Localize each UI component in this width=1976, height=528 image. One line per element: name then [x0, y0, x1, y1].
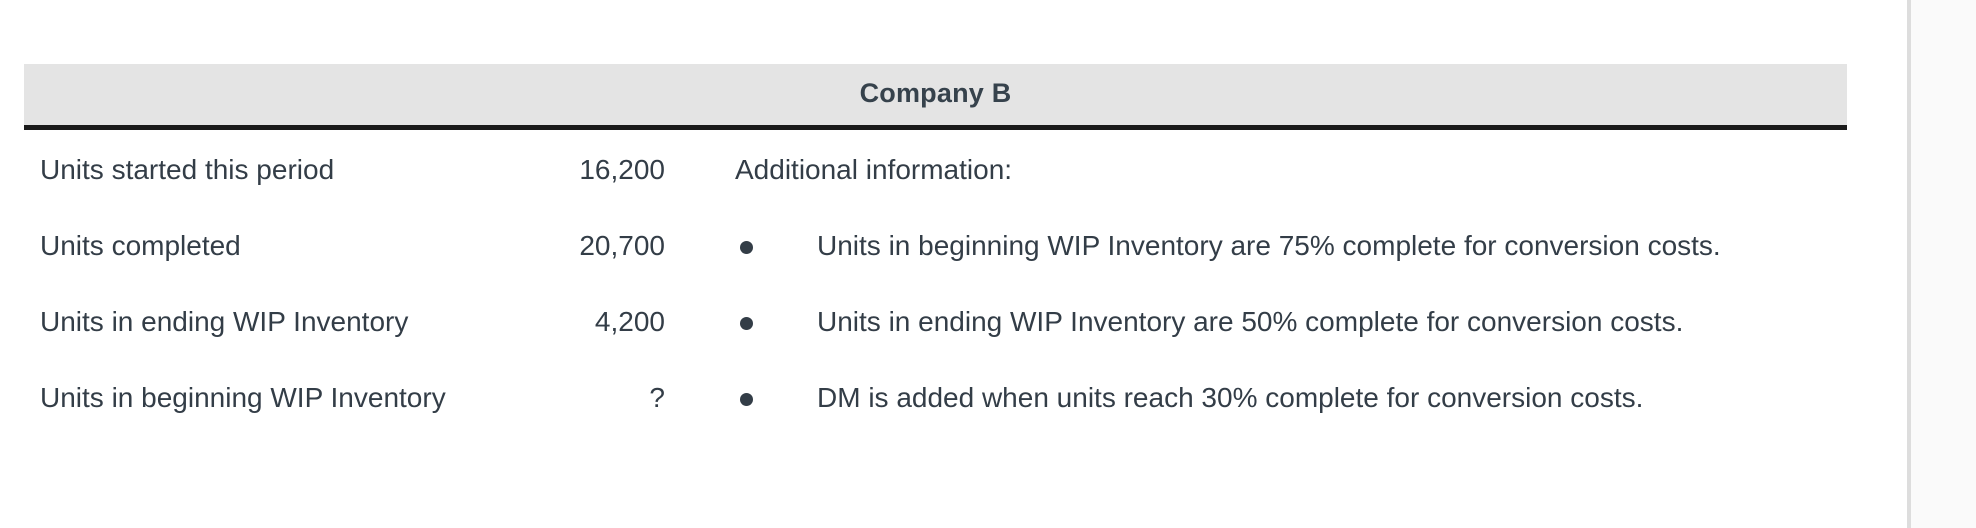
vertical-divider — [1907, 0, 1911, 528]
table-row: Units in ending WIP Inventory 4,200 — [0, 304, 1907, 380]
units-data-table: Units started this period 16,200 Units c… — [0, 152, 1907, 456]
list-item: DM is added when units reach 30% complet… — [735, 380, 1885, 456]
list-item-text: DM is added when units reach 30% complet… — [817, 382, 1644, 413]
row-label: Units in ending WIP Inventory — [40, 306, 409, 337]
bullet-point-icon — [740, 393, 753, 406]
worksheet-content: Company B Units started this period 16,2… — [0, 64, 1907, 456]
table-row: Units completed 20,700 — [0, 228, 1907, 304]
bullet-point-icon — [740, 241, 753, 254]
table-header-band: Company B — [24, 64, 1847, 130]
row-value: 4,200 — [594, 306, 665, 337]
row-value: 20,700 — [579, 230, 665, 261]
list-item-text: Units in ending WIP Inventory are 50% co… — [817, 306, 1684, 337]
list-item: Units in ending WIP Inventory are 50% co… — [735, 304, 1885, 380]
row-label: Units completed — [40, 230, 241, 261]
additional-information-panel: Additional information: Units in beginni… — [735, 152, 1885, 456]
list-item: Units in beginning WIP Inventory are 75%… — [735, 228, 1885, 304]
row-value: 16,200 — [579, 154, 665, 185]
right-gutter-panel — [1911, 0, 1976, 528]
table-row: Units started this period 16,200 — [0, 152, 1907, 228]
table-row: Units in beginning WIP Inventory ? — [0, 380, 1907, 456]
row-label: Units in beginning WIP Inventory — [40, 382, 446, 413]
list-item-text: Units in beginning WIP Inventory are 75%… — [817, 230, 1721, 261]
bullet-point-icon — [740, 317, 753, 330]
row-value-unknown: ? — [649, 382, 665, 413]
row-label: Units started this period — [40, 154, 335, 185]
page-title: Company B — [859, 78, 1012, 108]
additional-information-title: Additional information: — [735, 154, 1013, 185]
